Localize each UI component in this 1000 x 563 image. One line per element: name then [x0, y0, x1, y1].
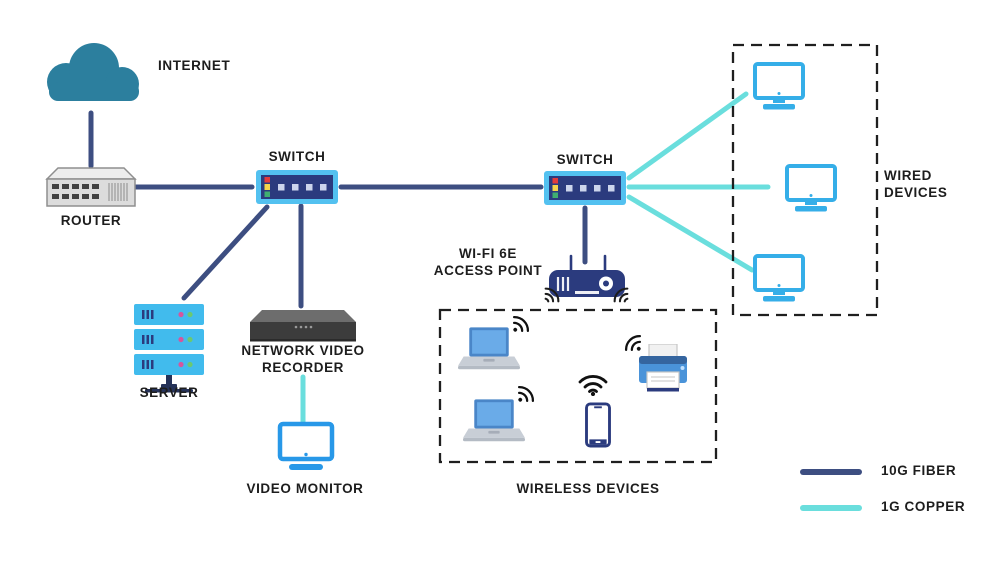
- internet-cloud-icon: [36, 32, 148, 114]
- legend-fiber-swatch: [800, 469, 862, 475]
- switch-left-label: SWITCH: [268, 149, 326, 164]
- printer-icon: [637, 344, 689, 392]
- wifi-signal-4-icon: [616, 326, 650, 360]
- server-label: SERVER: [139, 385, 199, 400]
- wifi-signal-3-icon: [576, 370, 610, 396]
- access-point-wave-left-icon: [536, 279, 567, 310]
- server-icon: [134, 302, 204, 396]
- legend-copper-label: 1G COPPER: [881, 499, 966, 514]
- internet-label: INTERNET: [158, 58, 231, 73]
- link-switch-right-wired-1: [626, 91, 749, 181]
- laptop-1-icon: [458, 327, 520, 371]
- link-switch-right-wired-3: [626, 194, 755, 273]
- legend-fiber-label: 10G FIBER: [881, 463, 957, 478]
- wired-devices-box: [731, 43, 879, 317]
- access-point-label: WI-FI 6E ACCESS POINT: [427, 245, 549, 279]
- link-switch-left-server: [181, 204, 270, 301]
- nvr-label: NETWORK VIDEO RECORDER: [233, 342, 373, 376]
- nvr-label-line2: RECORDER: [261, 360, 345, 375]
- wired-devices-label: WIRED DEVICES: [884, 167, 947, 201]
- wifi-signal-1-icon: [504, 307, 538, 341]
- wireless-devices-label: WIRELESS DEVICES: [516, 481, 660, 496]
- access-point-icon: [549, 254, 625, 300]
- video-monitor-label: VIDEO MONITOR: [246, 481, 364, 496]
- switch-right-label: SWITCH: [556, 152, 614, 167]
- wired-devices-label-line2: DEVICES: [884, 185, 948, 200]
- smartphone-icon: [584, 402, 612, 448]
- wireless-devices-box: [438, 308, 718, 464]
- wired-monitor-2-icon: [785, 164, 837, 212]
- access-point-wave-right-icon: [605, 279, 636, 310]
- switch-right-icon: [544, 171, 626, 205]
- access-point-label-line1: WI-FI 6E: [458, 246, 518, 261]
- wired-monitor-3-icon: [753, 254, 805, 302]
- laptop-2-icon: [463, 399, 525, 443]
- wired-devices-label-line1: WIRED: [884, 168, 932, 183]
- nvr-icon: [248, 308, 358, 346]
- router-label: ROUTER: [60, 213, 122, 228]
- nvr-label-line1: NETWORK VIDEO: [241, 343, 365, 358]
- router-icon: [45, 163, 137, 213]
- access-point-label-line2: ACCESS POINT: [433, 263, 543, 278]
- legend-copper-swatch: [800, 505, 862, 511]
- video-monitor-icon: [277, 421, 335, 471]
- wifi-signal-2-icon: [509, 377, 543, 411]
- wired-monitor-1-icon: [753, 62, 805, 110]
- switch-left-icon: [256, 170, 338, 204]
